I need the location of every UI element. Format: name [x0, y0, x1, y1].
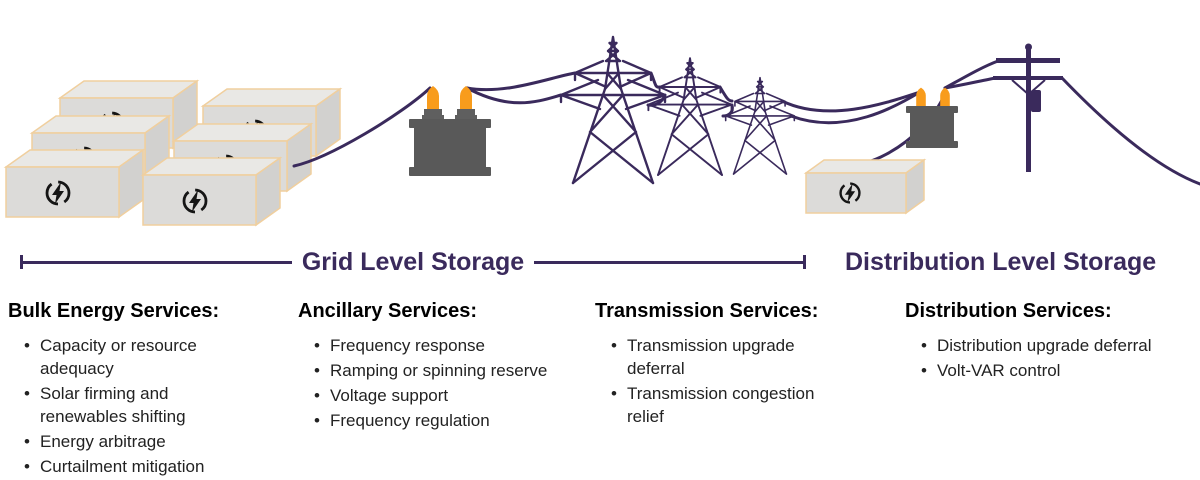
grid-level-storage-label: Grid Level Storage: [301, 248, 525, 276]
utility-pole: [993, 43, 1063, 172]
column-heading: Transmission Services:: [595, 300, 819, 322]
service-column-bulk-energy: Bulk Energy Services: Capacity or resour…: [8, 299, 219, 480]
grid-battery-storage-stack: [6, 81, 340, 225]
service-list: Transmission upgrade deferral Transmissi…: [595, 334, 818, 428]
service-item: Transmission upgrade deferral: [609, 334, 818, 380]
transmission-tower: [647, 57, 733, 176]
service-item: Curtailment mitigation: [22, 455, 219, 478]
bracket-left-cap: [20, 255, 23, 269]
transmission-towers: [559, 35, 796, 185]
service-list: Frequency response Ramping or spinning r…: [298, 334, 547, 432]
bracket-right-cap: [803, 255, 807, 269]
service-item: Distribution upgrade deferral: [919, 334, 1152, 357]
distribution-battery-unit: [806, 160, 924, 213]
service-item: Volt-VAR control: [919, 359, 1152, 382]
service-item: Transmission congestion relief: [609, 382, 818, 428]
pole-transformer-can: [1031, 90, 1041, 112]
column-heading: Ancillary Services:: [298, 300, 477, 322]
service-item: Ramping or spinning reserve: [312, 359, 547, 382]
service-column-ancillary: Ancillary Services: Frequency response R…: [298, 299, 547, 434]
service-item: Capacity or resource adequacy: [22, 334, 219, 380]
step-up-transformer: [409, 86, 491, 176]
service-column-distribution: Distribution Services: Distribution upgr…: [905, 299, 1152, 384]
service-item: Voltage support: [312, 384, 547, 407]
service-item: Energy arbitrage: [22, 430, 219, 453]
battery-storage-unit: [143, 158, 280, 225]
transmission-tower: [724, 76, 796, 175]
service-list: Distribution upgrade deferral Volt-VAR c…: [905, 334, 1152, 382]
column-heading: Bulk Energy Services:: [8, 300, 220, 322]
service-item: Solar firming and renewables shifting: [22, 382, 219, 428]
storage-diagram-scene: [0, 35, 1200, 245]
column-heading: Distribution Services:: [905, 300, 1112, 322]
service-list: Capacity or resource adequacy Solar firm…: [8, 334, 219, 478]
service-item: Frequency response: [312, 334, 547, 357]
battery-storage-unit: [6, 150, 143, 217]
bracket-right-line: [534, 260, 804, 264]
service-column-transmission: Transmission Services: Transmission upgr…: [595, 299, 818, 430]
distribution-level-storage-label: Distribution Level Storage: [845, 248, 1157, 276]
distribution-transformer: [906, 87, 958, 148]
transmission-tower: [559, 35, 667, 185]
grid-level-storage-bracket: Grid Level Storage: [20, 248, 807, 276]
service-item: Frequency regulation: [312, 409, 547, 432]
bracket-left-line: [23, 260, 292, 264]
